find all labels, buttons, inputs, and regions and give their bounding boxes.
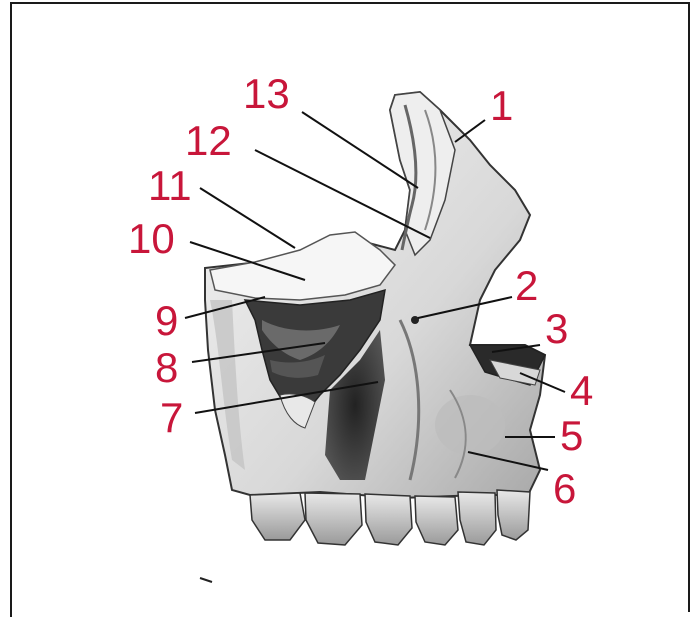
leader-11	[200, 188, 295, 248]
label-3: 3	[545, 305, 568, 352]
label-7: 7	[160, 394, 183, 441]
canine-fossa	[435, 395, 505, 455]
label-12: 12	[185, 117, 232, 164]
tooth	[497, 490, 530, 540]
label-9: 9	[155, 297, 178, 344]
tooth	[305, 493, 362, 545]
stray-mark	[200, 578, 212, 582]
label-5: 5	[560, 412, 583, 459]
maxilla-bone	[205, 92, 545, 498]
tooth	[250, 493, 305, 540]
label-10: 10	[128, 215, 175, 262]
label-13: 13	[243, 70, 290, 117]
label-11: 11	[148, 162, 192, 209]
label-2: 2	[515, 262, 538, 309]
label-6: 6	[553, 465, 576, 512]
label-8: 8	[155, 344, 178, 391]
label-1: 1	[490, 82, 513, 129]
tooth	[458, 492, 496, 545]
tooth	[415, 496, 458, 545]
teeth-row	[250, 490, 530, 545]
infraorbital-foramen	[411, 316, 419, 324]
tooth	[365, 494, 412, 545]
label-4: 4	[570, 367, 593, 414]
